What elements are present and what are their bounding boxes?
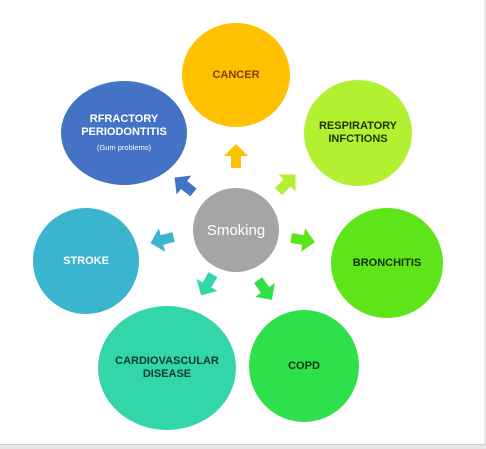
node-respiratory-infections: RESPIRATORY INFCTIONS <box>304 80 412 186</box>
node-label: STROKE <box>63 254 109 267</box>
node-cardiovascular-disease: CARDIOVASCULAR DISEASE <box>98 306 236 430</box>
bottom-divider <box>0 444 486 449</box>
node-label: COPD <box>288 359 320 372</box>
arrow-to-stroke <box>150 228 175 252</box>
node-bronchitis: BRONCHITIS <box>331 208 443 318</box>
arrow-to-respiratory <box>274 174 296 196</box>
node-copd: COPD <box>249 310 359 422</box>
node-label: CARDIOVASCULAR DISEASE <box>115 355 219 380</box>
center-node-smoking: Smoking <box>193 188 279 272</box>
node-label: BRONCHITIS <box>352 256 422 269</box>
node-refractory-periodontitis: RFRACTORY PERIODONTITIS (Gum problems) <box>61 81 187 185</box>
arrow-to-cardio <box>196 272 218 296</box>
arrow-to-cancer <box>224 144 248 168</box>
arrow-to-bronchitis <box>290 228 315 252</box>
node-label: RFRACTORY PERIODONTITIS <box>81 113 167 138</box>
node-cancer: CANCER <box>182 23 290 127</box>
node-label: RESPIRATORY INFCTIONS <box>318 120 398 145</box>
right-divider <box>484 0 486 444</box>
node-stroke: STROKE <box>33 208 139 314</box>
center-label: Smoking <box>206 221 266 239</box>
arrow-to-periodontitis <box>174 175 197 197</box>
node-label: CANCER <box>212 68 260 81</box>
arrow-to-copd <box>254 277 275 300</box>
node-sublabel: (Gum problems) <box>96 143 152 152</box>
